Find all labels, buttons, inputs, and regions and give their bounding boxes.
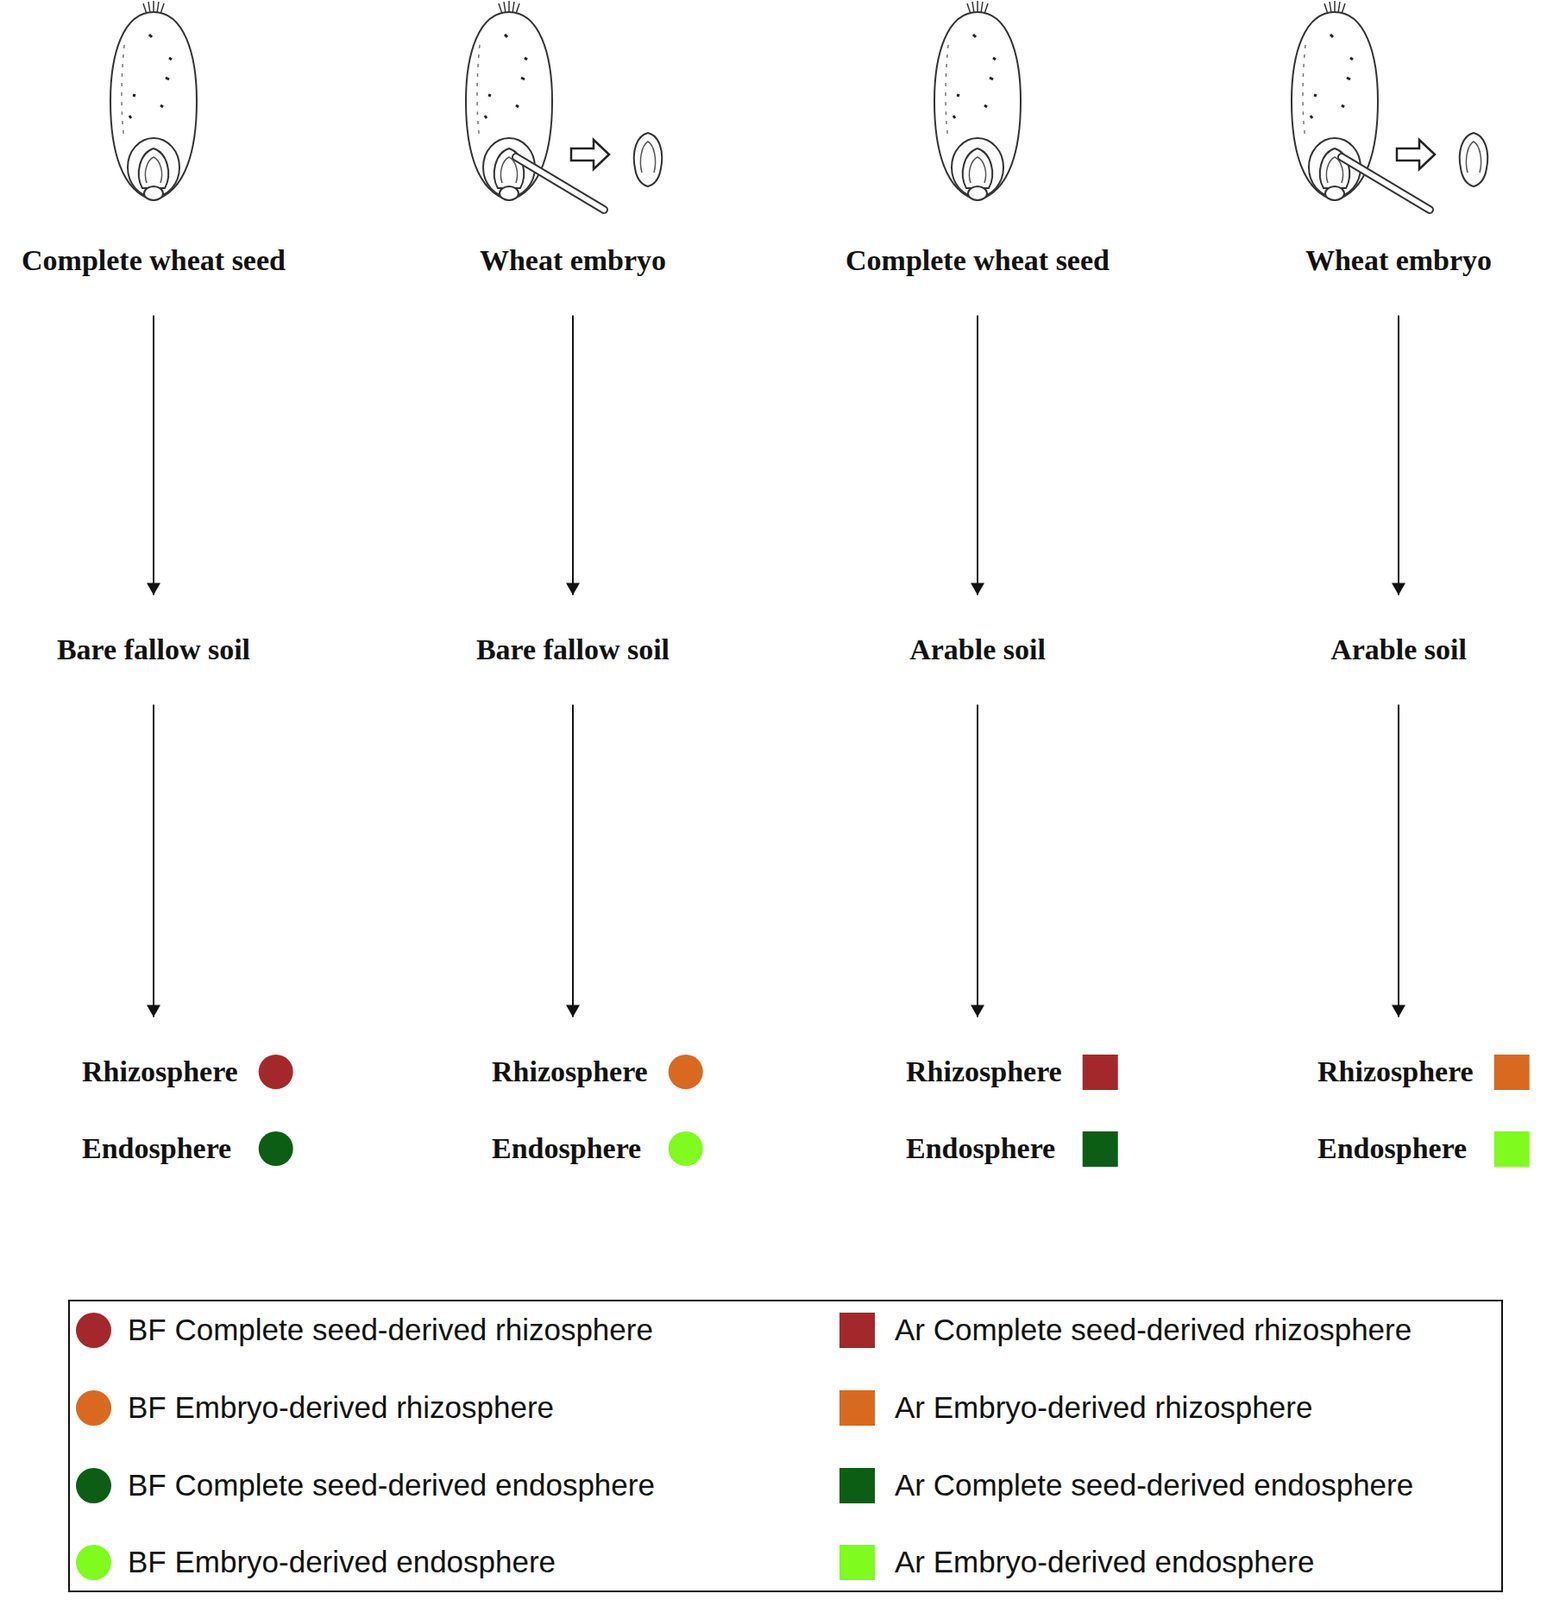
sample-marker [668, 1131, 704, 1166]
compartment-label: Rhizosphere [483, 1016, 657, 1094]
sample-marker [258, 1131, 294, 1166]
node-text: Endosphere [905, 1131, 1056, 1165]
compartment-label: Rhizosphere [1308, 1016, 1483, 1094]
flow-arrow [1397, 704, 1400, 1018]
flow-arrow [976, 315, 979, 596]
soil-label: Arable soil [900, 594, 1055, 705]
node-text: Rhizosphere [905, 1054, 1063, 1088]
sample-marker [668, 1054, 704, 1089]
node-text: Bare fallow soil [56, 632, 251, 667]
node-text: Rhizosphere [81, 1054, 239, 1088]
legend-text: BF Complete seed-derived endosphere [127, 1467, 655, 1503]
soil-label: Bare fallow soil [467, 594, 679, 705]
compartment-label: Endosphere [73, 1125, 240, 1170]
input-label: Wheat embryo [471, 205, 675, 315]
input-label: Wheat embryo [1296, 205, 1501, 315]
flow-arrow [152, 315, 155, 596]
flow-arrow [976, 704, 979, 1018]
legend-text: Ar Embryo-derived endosphere [894, 1544, 1315, 1579]
node-text: Arable soil [1330, 632, 1467, 667]
sample-marker [1494, 1054, 1530, 1090]
sample-marker [1494, 1131, 1530, 1167]
node-text: Rhizosphere [491, 1054, 648, 1088]
legend-swatch [839, 1544, 875, 1580]
legend-swatch [75, 1467, 112, 1503]
legend-swatch [75, 1544, 112, 1580]
legend-swatch [839, 1312, 875, 1348]
compartment-label: Rhizosphere [73, 1016, 247, 1094]
node-text: Endosphere [491, 1131, 642, 1165]
input-label: Complete wheat seed [836, 205, 1119, 315]
soil-label: Bare fallow soil [48, 594, 259, 705]
sample-marker [258, 1054, 294, 1089]
node-text: Bare fallow soil [476, 632, 670, 667]
compartment-label: Endosphere [483, 1125, 650, 1170]
node-text: Complete wheat seed [845, 243, 1110, 277]
flow-arrow [572, 704, 574, 1018]
legend-swatch [75, 1312, 112, 1348]
legend-text: BF Complete seed-derived rhizosphere [127, 1312, 654, 1347]
node-text: Wheat embryo [479, 243, 667, 277]
legend-text: BF Embryo-derived rhizosphere [127, 1389, 554, 1425]
input-label: Complete wheat seed [12, 205, 295, 315]
embryo-excision-drawing [465, 0, 662, 210]
seed-drawing [110, 0, 197, 201]
seed-drawing [934, 0, 1021, 201]
compartment-label: Endosphere [897, 1125, 1064, 1170]
soil-label: Arable soil [1321, 594, 1476, 705]
node-text: Rhizosphere [1317, 1054, 1474, 1088]
legend-text: Ar Complete seed-derived endosphere [894, 1467, 1414, 1503]
legend-swatch [839, 1389, 875, 1426]
legend-text: Ar Embryo-derived rhizosphere [894, 1389, 1313, 1425]
node-text: Wheat embryo [1305, 243, 1492, 277]
embryo-excision-drawing [1291, 0, 1488, 210]
compartment-label: Rhizosphere [897, 1016, 1071, 1094]
node-text: Endosphere [81, 1131, 232, 1165]
node-text: Arable soil [909, 632, 1046, 667]
flow-arrow [572, 315, 574, 596]
node-text: Endosphere [1317, 1131, 1467, 1165]
node-text: Complete wheat seed [21, 243, 286, 277]
flow-arrow [152, 704, 155, 1018]
legend-text: Ar Complete seed-derived rhizosphere [894, 1312, 1412, 1347]
sample-marker [1082, 1131, 1119, 1167]
legend-text: BF Embryo-derived endosphere [127, 1544, 556, 1579]
flow-arrow [1397, 315, 1400, 596]
compartment-label: Endosphere [1308, 1125, 1476, 1170]
legend-swatch [75, 1389, 112, 1426]
legend-swatch [839, 1467, 875, 1503]
sample-marker [1082, 1054, 1119, 1090]
